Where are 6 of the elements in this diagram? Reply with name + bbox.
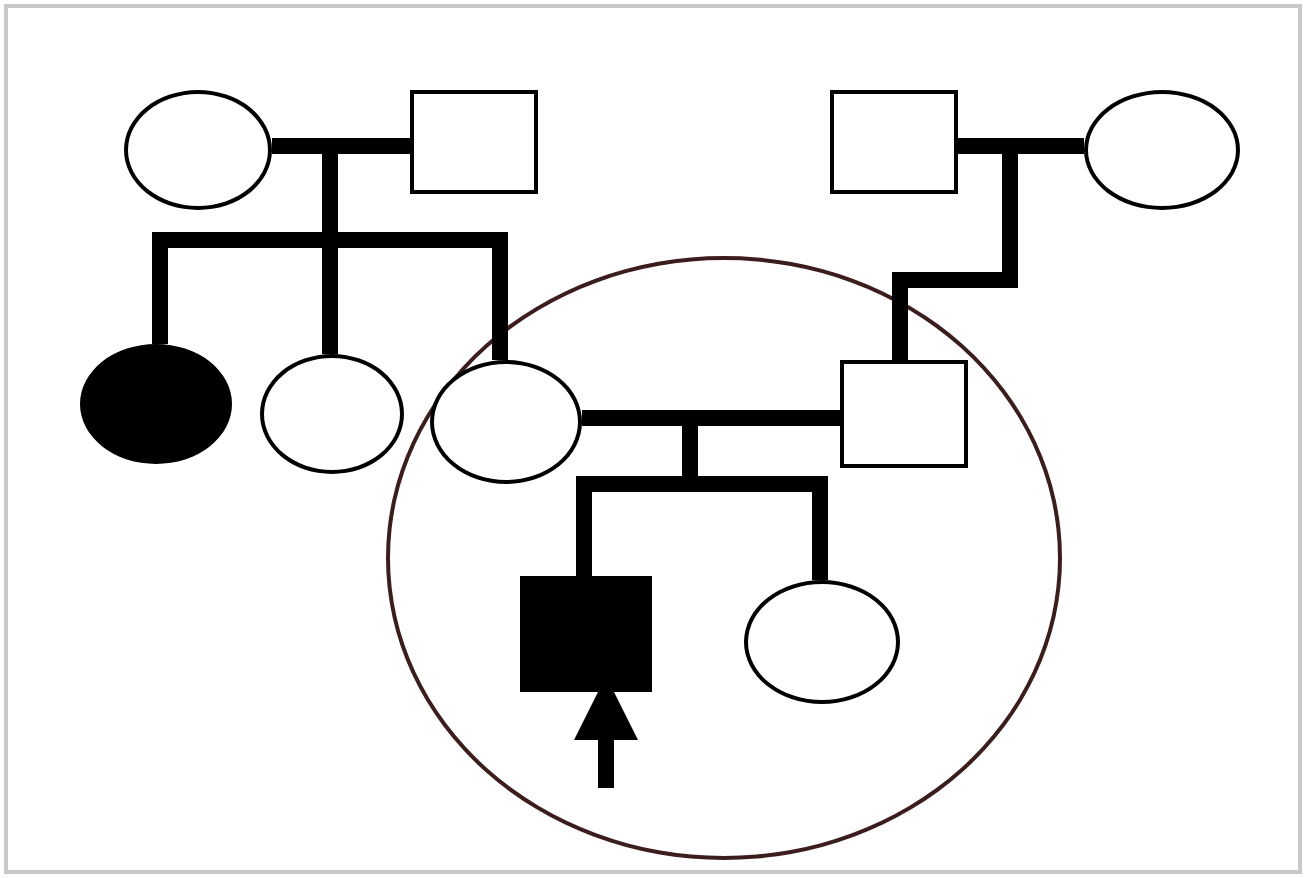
male-square — [830, 90, 958, 194]
male-square — [410, 90, 538, 194]
affected-male-square — [520, 576, 652, 692]
marriage-line — [582, 410, 840, 426]
marriage-line — [272, 138, 410, 154]
marriage-line — [958, 138, 1084, 154]
